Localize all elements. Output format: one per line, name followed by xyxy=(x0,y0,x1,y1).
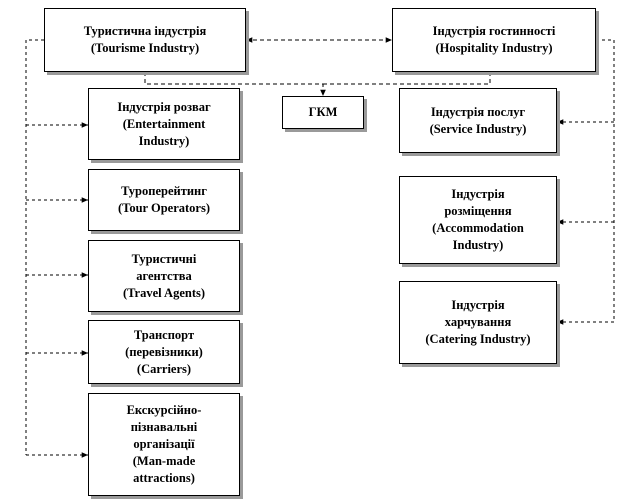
service-industry-box: Індустрія послуг (Service Industry) xyxy=(399,88,557,153)
gkm-label: ГКМ xyxy=(308,105,338,119)
hospitality-subtitle: (Hospitality Industry) xyxy=(435,41,553,55)
gkm-box: ГКМ xyxy=(282,96,364,129)
tourism-gkm-link xyxy=(144,72,326,96)
hospitality-industry-box: Індустрія гостинності (Hospitality Indus… xyxy=(392,8,596,72)
tour-operators-line1: Туроперейтинг xyxy=(121,184,207,198)
right-bus xyxy=(596,39,615,322)
tourism-title: Туристична індустрія xyxy=(83,24,207,38)
travel-agents-line2: агентства xyxy=(136,268,192,283)
carriers-line3: (Carriers) xyxy=(136,361,192,376)
entertainment-industry-box: Індустрія розваг (Entertainment Industry… xyxy=(88,88,240,160)
travel-agents-line3: (Travel Agents) xyxy=(122,285,206,300)
accommodation-line3: (Accommodation xyxy=(432,221,524,235)
catering-line3: (Catering Industry) xyxy=(425,332,531,346)
accommodation-line4: Industry) xyxy=(452,238,504,252)
carriers-line1: Транспорт xyxy=(133,327,195,342)
accommodation-line2: розміщення xyxy=(444,204,512,218)
service-line2: (Service Industry) xyxy=(429,121,527,136)
hospitality-gkm-link xyxy=(323,72,491,85)
tour-operators-box: Туроперейтинг (Tour Operators) xyxy=(88,169,240,231)
attractions-line3: організації xyxy=(133,437,195,451)
accommodation-industry-box: Індустрія розміщення (Accommodation Indu… xyxy=(399,176,557,264)
tourism-industry-box: Туристична індустрія (Tourisme Industry) xyxy=(44,8,246,72)
attractions-line4: (Man-made xyxy=(132,454,196,468)
carriers-line2: (перевізники) xyxy=(125,344,203,359)
accommodation-line1: Індустрія xyxy=(451,187,505,201)
service-line1: Індустрія послуг xyxy=(430,104,526,119)
entertainment-line3: Industry) xyxy=(138,133,190,148)
catering-line1: Індустрія xyxy=(451,298,505,312)
attractions-line5: attractions) xyxy=(133,471,195,485)
entertainment-line2: (Entertainment xyxy=(122,116,206,131)
left-bus xyxy=(25,39,44,455)
entertainment-line1: Індустрія розваг xyxy=(117,99,211,114)
travel-agents-box: Туристичні агентства (Travel Agents) xyxy=(88,240,240,312)
attractions-line1: Екскурсійно- xyxy=(126,403,202,417)
carriers-box: Транспорт (перевізники) (Carriers) xyxy=(88,320,240,384)
catering-line2: харчування xyxy=(444,315,512,329)
attractions-line2: пізнавальні xyxy=(130,420,198,434)
hospitality-title: Індустрія гостинності xyxy=(432,24,556,38)
tour-operators-line2: (Tour Operators) xyxy=(117,201,210,215)
travel-agents-line1: Туристичні xyxy=(131,251,197,266)
catering-industry-box: Індустрія харчування (Catering Industry) xyxy=(399,281,557,364)
tourism-subtitle: (Tourisme Industry) xyxy=(90,41,200,55)
attractions-box: Екскурсійно- пізнавальні організації (Ma… xyxy=(88,393,240,496)
